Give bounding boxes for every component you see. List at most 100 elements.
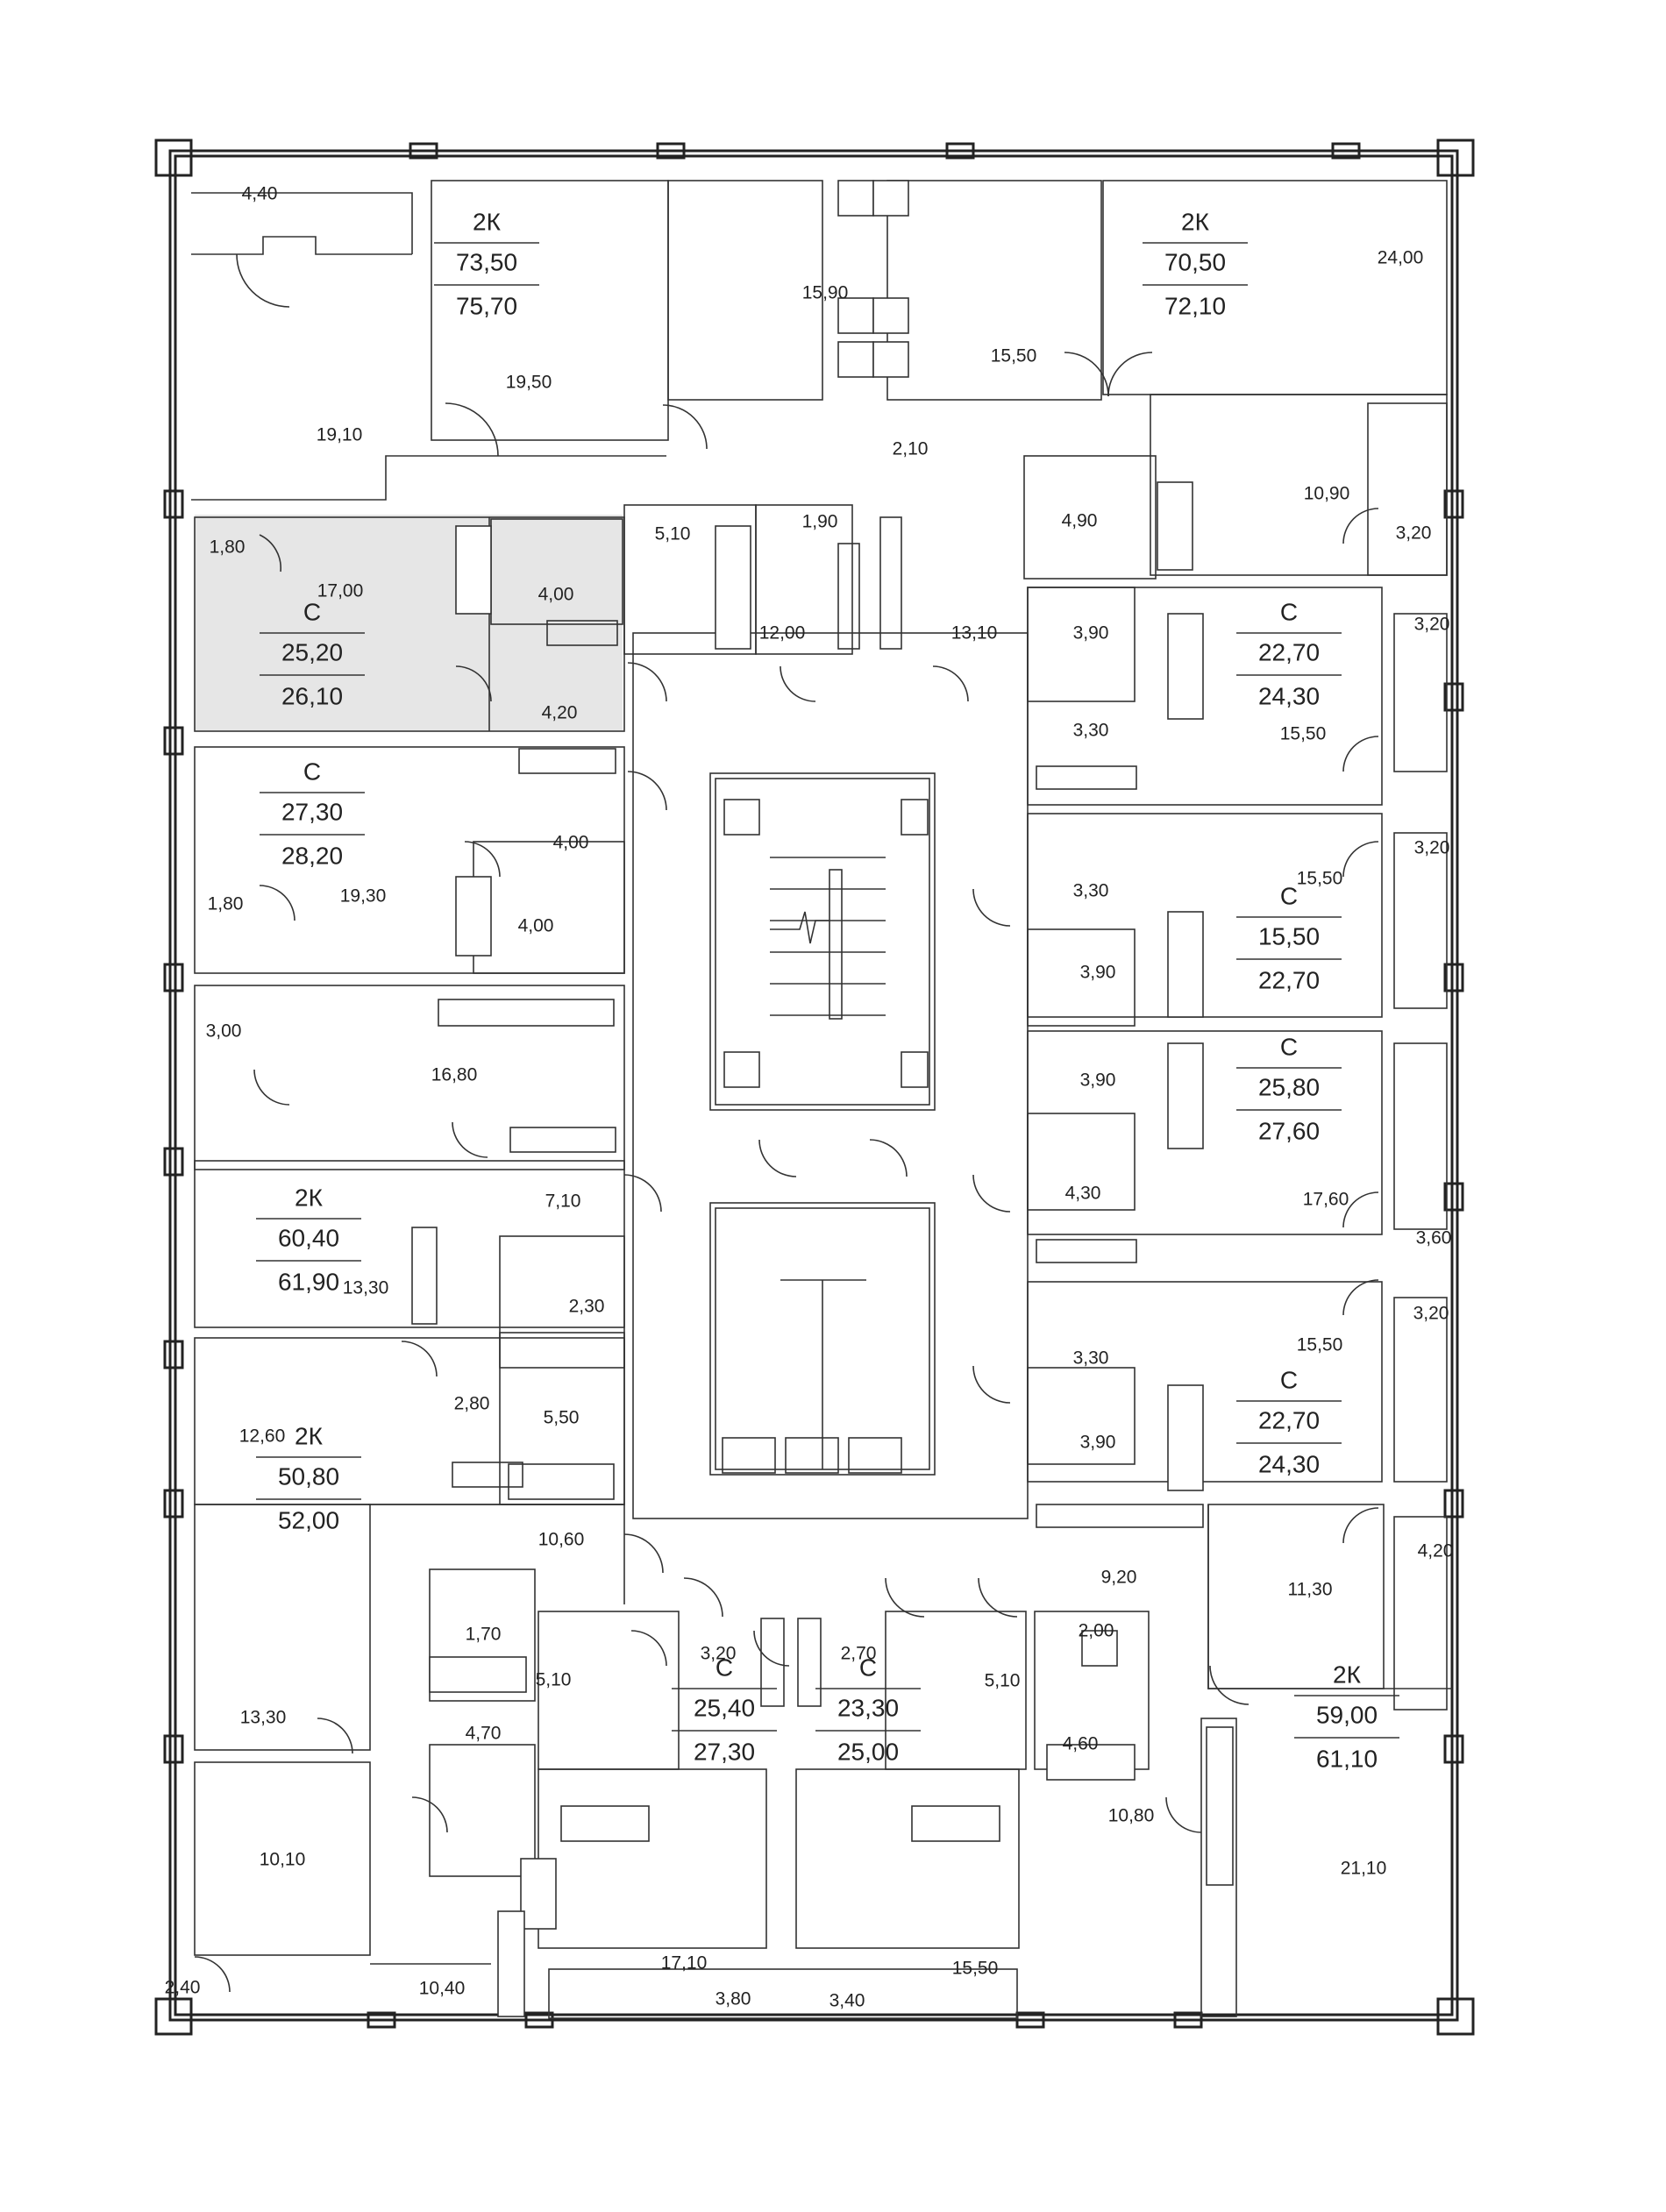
room-area-label: 2,40 [165, 1978, 201, 1998]
room-area-label: 4,20 [1418, 1541, 1454, 1561]
apartment-area-living: 50,80 [278, 1462, 339, 1490]
room-area-label: 24,00 [1378, 248, 1424, 268]
apartment-label-apt-right-1: С 22,70 24,30 [1236, 598, 1342, 709]
room-area-label: 3,00 [206, 1021, 242, 1042]
room-area-label: 10,80 [1108, 1806, 1155, 1826]
apartment-type: 2К [295, 1184, 324, 1211]
apartment-area-total: 27,30 [694, 1738, 755, 1765]
apartment-type: С [1280, 598, 1298, 625]
room-area-label: 15,50 [952, 1959, 999, 1979]
room-area-label: 2,70 [841, 1644, 877, 1664]
room-area-label: 4,20 [542, 703, 578, 723]
room-area-label: 10,60 [538, 1530, 585, 1550]
apartment-area-living: 22,70 [1258, 638, 1320, 665]
apartment-area-total: 52,00 [278, 1506, 339, 1533]
apartment-label-apt-left-3: 2К 60,40 61,90 [256, 1184, 361, 1295]
apartment-type: С [1280, 1033, 1298, 1060]
room-area-label: 17,10 [661, 1953, 708, 1974]
room-area-label: 3,20 [701, 1644, 737, 1664]
apartment-label-apt-left-4: 2К 50,80 52,00 [256, 1422, 361, 1533]
room-area-label: 10,90 [1304, 484, 1350, 504]
apartment-area-total: 72,10 [1164, 292, 1226, 319]
room-area-label: 3,30 [1073, 721, 1109, 741]
room-area-label: 16,80 [431, 1065, 478, 1085]
room-area-label: 13,30 [240, 1708, 287, 1728]
apartment-area-total: 26,10 [281, 682, 343, 709]
fixtures [429, 180, 1234, 2017]
apartment-type: 2К [295, 1422, 324, 1449]
room-area-label: 3,90 [1080, 1070, 1116, 1091]
apartment-area-living: 22,70 [1258, 1406, 1320, 1433]
apartment-type: С [303, 598, 321, 625]
room-area-label: 5,10 [985, 1671, 1021, 1691]
interior-walls [191, 180, 1452, 2019]
room-area-label: 17,60 [1303, 1190, 1349, 1210]
apartment-type: С [716, 1654, 733, 1681]
room-area-label: 12,00 [759, 623, 806, 644]
room-area-label: 3,20 [1414, 615, 1450, 635]
room-area-label: 12,60 [239, 1426, 286, 1447]
apartment-label-apt-right-2: С 15,50 22,70 [1236, 882, 1342, 993]
room-area-label: 3,40 [829, 1991, 865, 2011]
room-area-label: 4,30 [1065, 1184, 1101, 1204]
room-area-label: 9,20 [1101, 1568, 1137, 1588]
apartment-area-total: 27,60 [1258, 1117, 1320, 1144]
apartment-area-total: 61,90 [278, 1268, 339, 1295]
apartment-area-living: 70,50 [1164, 248, 1226, 275]
apartment-area-living: 59,00 [1316, 1701, 1378, 1728]
room-area-label: 4,60 [1063, 1734, 1099, 1754]
room-area-label: 4,40 [242, 184, 278, 204]
room-area-label: 2,30 [569, 1297, 605, 1317]
apartment-type: 2К [473, 208, 502, 235]
room-area-label: 2,80 [454, 1394, 490, 1414]
room-area-label: 5,50 [544, 1408, 580, 1428]
room-area-label: 11,30 [1288, 1580, 1333, 1600]
room-area-label: 3,20 [1414, 838, 1450, 858]
room-area-label: 13,10 [951, 623, 998, 644]
room-area-label: 4,00 [518, 916, 554, 936]
room-area-label: 3,60 [1416, 1228, 1452, 1248]
room-area-label: 1,80 [208, 894, 244, 914]
room-area-label: 19,50 [506, 373, 552, 393]
room-area-label: 2,00 [1079, 1621, 1114, 1641]
apartment-area-total: 61,10 [1316, 1745, 1378, 1772]
room-area-label: 3,90 [1080, 1433, 1116, 1453]
apartment-area-total: 24,30 [1258, 682, 1320, 709]
doors [194, 253, 1379, 1993]
apartment-area-total: 28,20 [281, 842, 343, 869]
room-area-label: 2,10 [893, 439, 929, 459]
room-area-label: 17,00 [317, 581, 364, 601]
room-area-label: 19,30 [340, 886, 387, 907]
room-area-label: 4,00 [553, 833, 589, 853]
room-area-label: 15,50 [1297, 869, 1343, 889]
apartment-area-living: 60,40 [278, 1224, 339, 1251]
room-area-label: 19,10 [317, 425, 363, 445]
room-area-label: 10,40 [419, 1979, 466, 1999]
apartment-area-living: 15,50 [1258, 922, 1320, 950]
room-area-label: 3,90 [1080, 963, 1116, 983]
apartment-type: С [1280, 882, 1298, 909]
apartment-area-living: 73,50 [456, 248, 517, 275]
apartment-area-total: 22,70 [1258, 966, 1320, 993]
room-area-label: 3,30 [1073, 881, 1109, 901]
apartment-type: 2К [1181, 208, 1210, 235]
room-area-label: 15,50 [1280, 724, 1327, 744]
apartment-area-living: 23,30 [837, 1694, 899, 1721]
apartment-area-total: 25,00 [837, 1738, 899, 1765]
apartment-type: С [1280, 1366, 1298, 1393]
room-area-label: 4,70 [466, 1724, 502, 1744]
room-area-label: 15,90 [802, 283, 849, 303]
apartment-type: 2К [1333, 1661, 1362, 1688]
room-area-label: 3,90 [1073, 623, 1109, 644]
room-area-label: 4,90 [1062, 511, 1098, 531]
room-area-label: 3,20 [1396, 523, 1432, 544]
room-area-label: 3,20 [1413, 1304, 1449, 1324]
highlighted-apartment-fill [195, 515, 623, 730]
